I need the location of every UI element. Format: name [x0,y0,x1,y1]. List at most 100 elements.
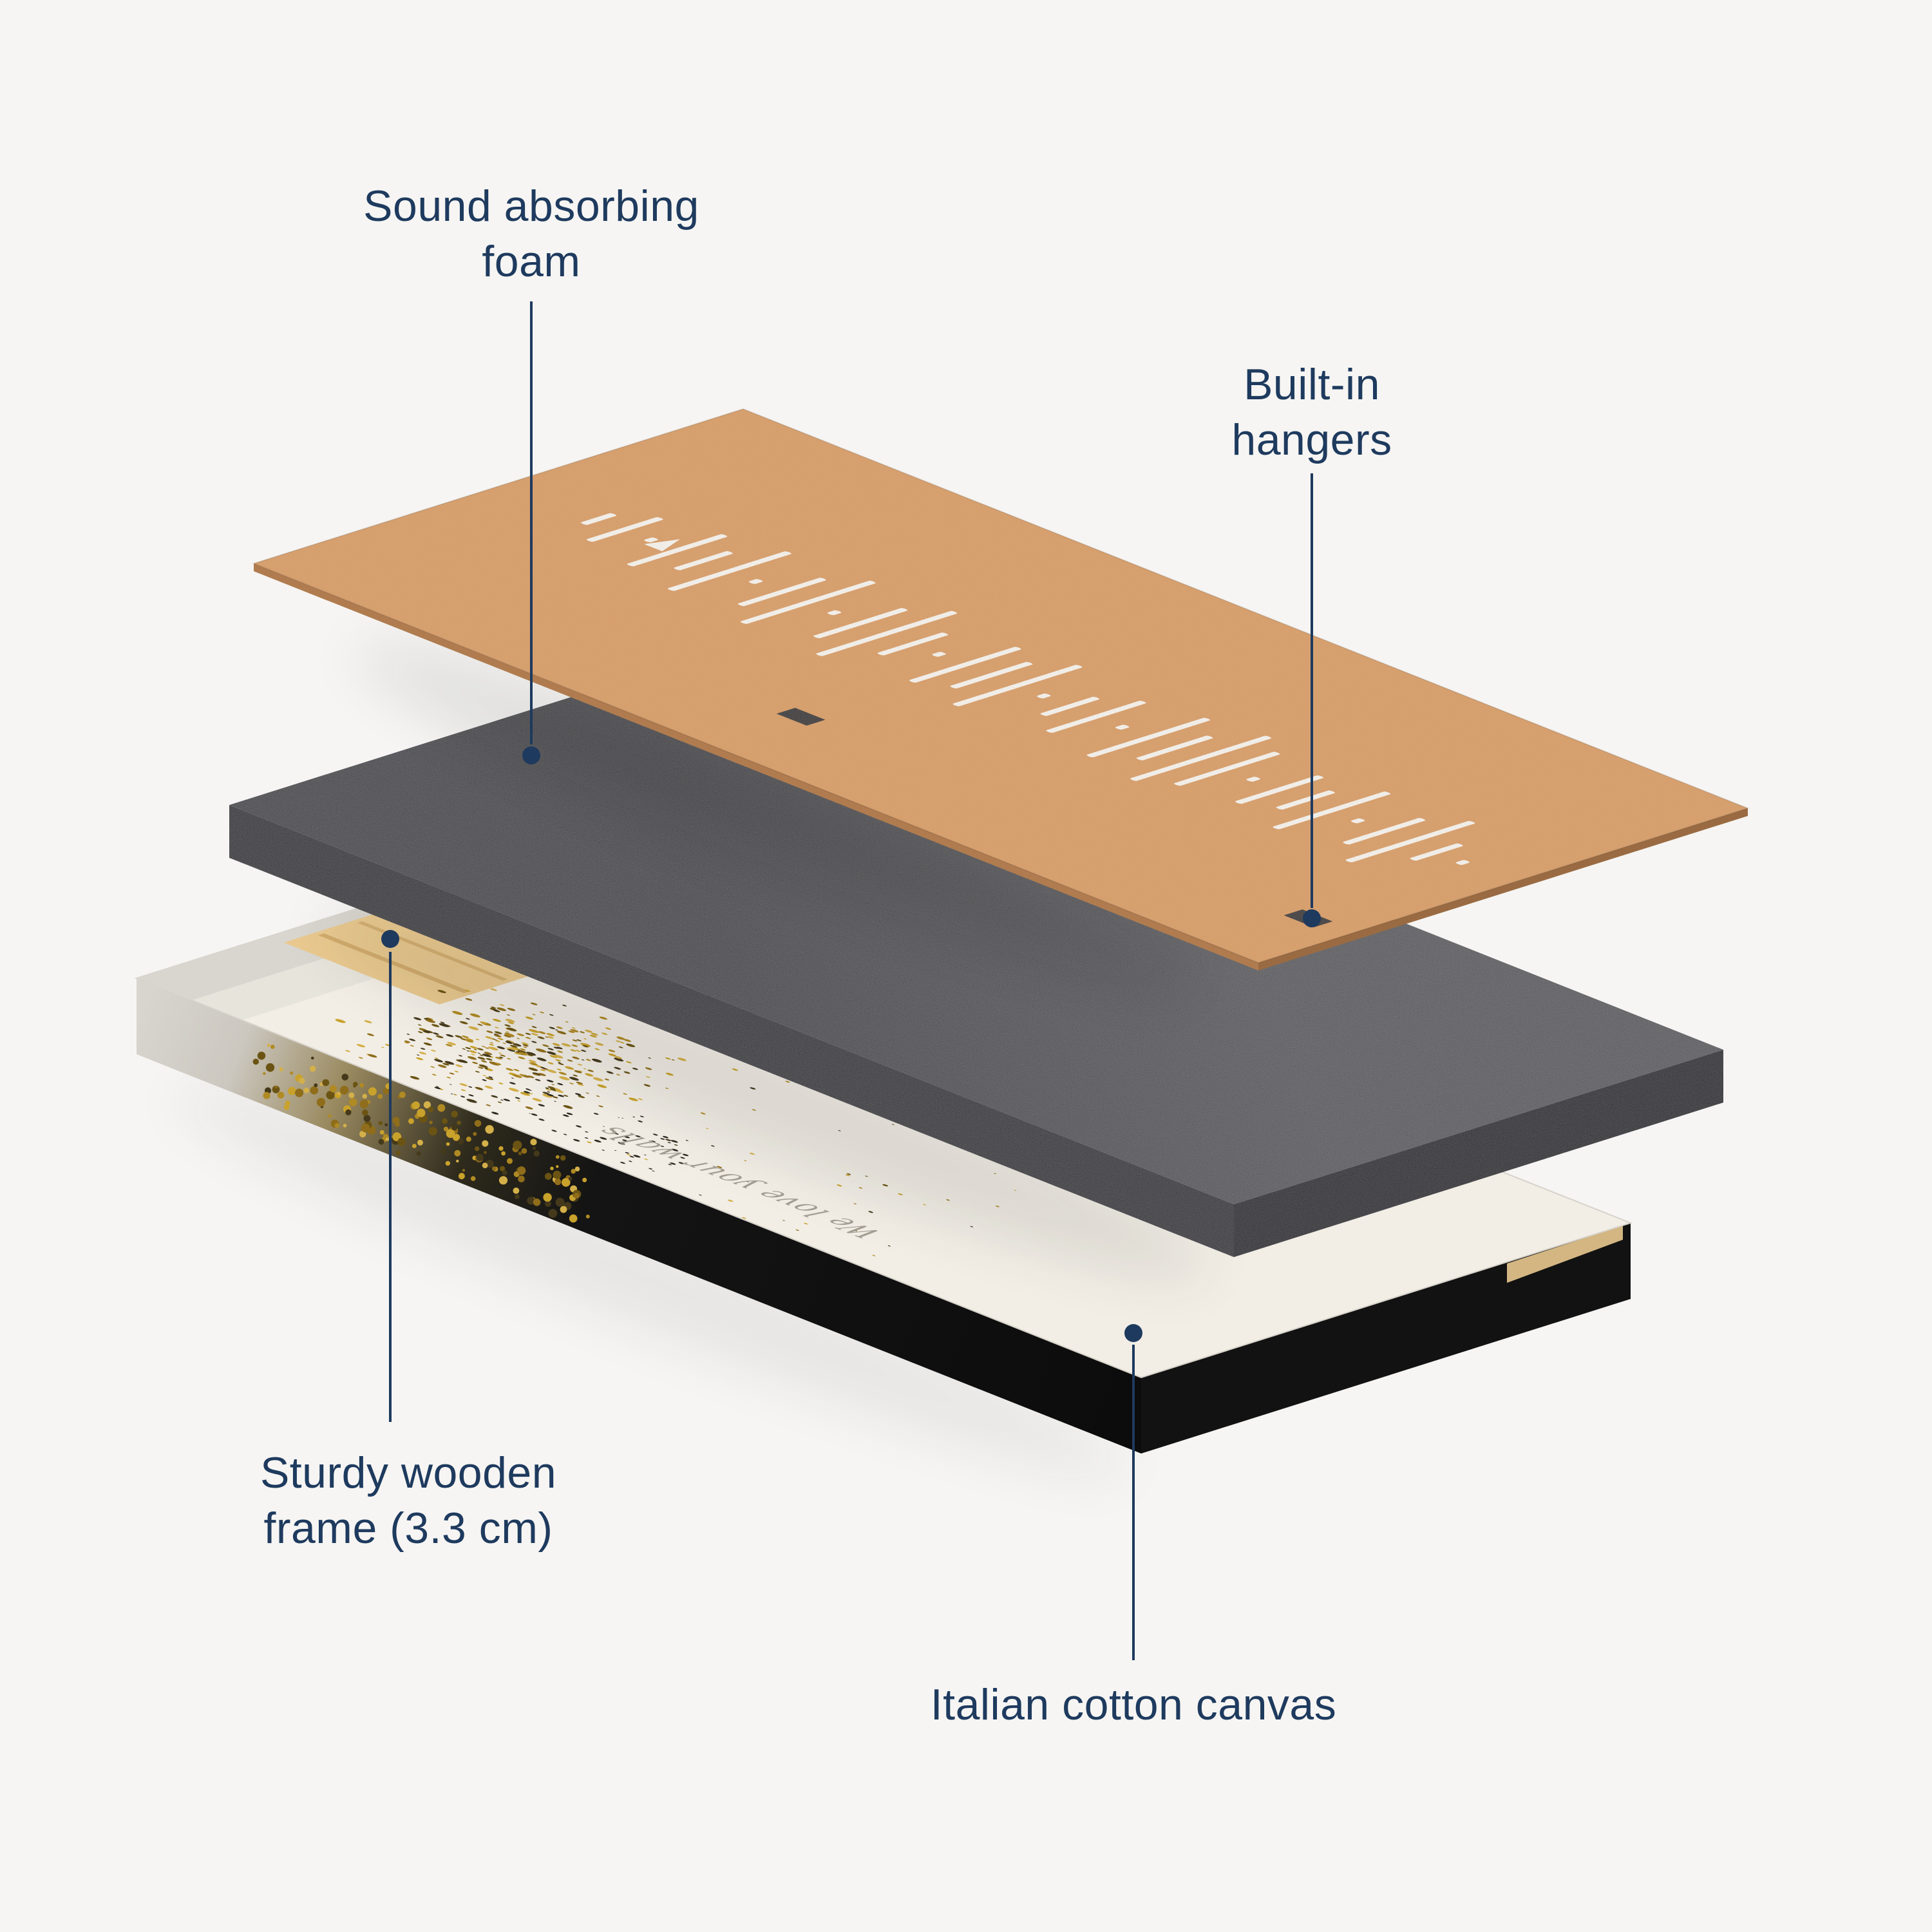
dark-speckle [680,1157,685,1159]
gold-speckle [562,1178,571,1187]
dark-speckle [633,1155,641,1158]
dark-speckle [566,1112,573,1115]
gold-speckle [644,1158,649,1160]
gold-speckle [475,1146,480,1151]
gold-speckle [436,1086,439,1088]
gold-speckle [445,1044,453,1047]
gold-speckle [571,1169,576,1174]
gold-speckle [547,1086,555,1090]
gold-speckle [563,1105,573,1109]
gold-speckle [569,1083,574,1084]
dark-speckle [685,1140,689,1141]
gold-speckle [377,1094,383,1099]
gold-speckle [525,1106,533,1110]
gold-speckle [417,1031,423,1034]
gold-speckle [462,1035,469,1039]
gold-speckle [283,1104,290,1110]
gold-speckle [439,1023,450,1027]
gold-speckle [569,1214,578,1223]
gold-speckle [548,1209,558,1218]
gold-speckle [563,1095,569,1097]
gold-speckle [532,1097,542,1102]
gold-speckle [410,1075,420,1080]
gold-speckle [551,1084,555,1086]
gold-speckle [412,1144,417,1148]
dark-speckle [621,1117,624,1119]
gold-speckle [495,1063,502,1065]
gold-speckle [358,1057,363,1059]
gold-speckle [573,1193,580,1198]
gold-speckle [482,1075,487,1077]
gold-speckle [348,1098,357,1106]
dark-speckle [573,1139,580,1142]
gold-speckle [484,1085,493,1089]
foam-cast-shadow [323,911,1210,1278]
gold-speckle [486,1104,491,1106]
gold-speckle [466,1099,477,1103]
mdf-right-edge [1258,808,1748,971]
gold-speckle [629,1097,638,1101]
gold-speckle [854,1230,858,1232]
dark-speckle [574,1093,582,1096]
gold-speckle [495,1057,502,1060]
gold-speckle [385,1137,390,1141]
dark-speckle [562,1114,569,1117]
mdf-front-edge [254,564,1258,971]
gold-speckle [452,1133,460,1141]
gold-speckle [381,1046,384,1048]
gold-speckle [498,1176,508,1185]
gold-speckle [559,1076,570,1081]
dark-speckle [554,1101,556,1102]
gold-speckle [477,1066,484,1069]
gold-speckle [364,1020,372,1023]
gold-speckle [568,1177,573,1181]
dark-speckle [450,1094,453,1095]
canvas-ground-shadow [173,1086,1131,1477]
gold-speckle [527,1197,535,1205]
gold-speckle [345,1050,351,1052]
gold-speckle [574,1166,580,1171]
gold-speckle [508,1047,517,1051]
gold-speckle [498,1146,504,1151]
dark-speckle [531,1113,538,1116]
gold-speckle [433,1032,439,1035]
gold-speckle [795,1229,799,1231]
gold-speckle [515,1194,520,1200]
gold-speckle [322,1079,330,1086]
gold-speckle [521,1148,527,1154]
gold-speckle [535,1079,541,1081]
gold-speckle [556,1165,559,1168]
dark-speckle [538,1118,545,1121]
gold-speckle [406,1034,410,1035]
gold-speckle [526,1052,536,1056]
gold-speckle [410,1045,414,1047]
gold-speckle [470,1176,476,1181]
gold-speckle [459,1083,468,1086]
gold-speckle [497,1101,502,1103]
gold-speckle [498,1082,504,1084]
gold-speckle [425,1019,436,1023]
gold-speckle [263,1092,270,1099]
gold-speckle [479,1054,484,1056]
gold-speckle [596,1095,600,1097]
dark-speckle [488,1076,493,1078]
gold-speckle [434,1059,443,1063]
gold-speckle [538,1073,546,1076]
gold-speckle [404,1040,411,1043]
gold-speckle [518,1056,526,1059]
gold-speckle [482,1140,489,1147]
mdf-cast-shadow [354,645,1192,989]
gold-speckle [486,1057,493,1061]
gold-speckle [582,1177,587,1182]
gold-speckle [477,1057,486,1060]
gold-speckle [384,1123,388,1127]
gold-speckle [506,1041,511,1043]
gold-speckle [550,1166,554,1171]
gold-speckle [556,1068,562,1071]
gold-speckle [872,1255,876,1256]
dark-speckle [585,1131,589,1133]
gold-speckle [311,1056,314,1060]
gold-speckle [547,1069,557,1074]
mdf-grain-texture [254,409,1748,963]
gold-speckle [428,1106,434,1112]
